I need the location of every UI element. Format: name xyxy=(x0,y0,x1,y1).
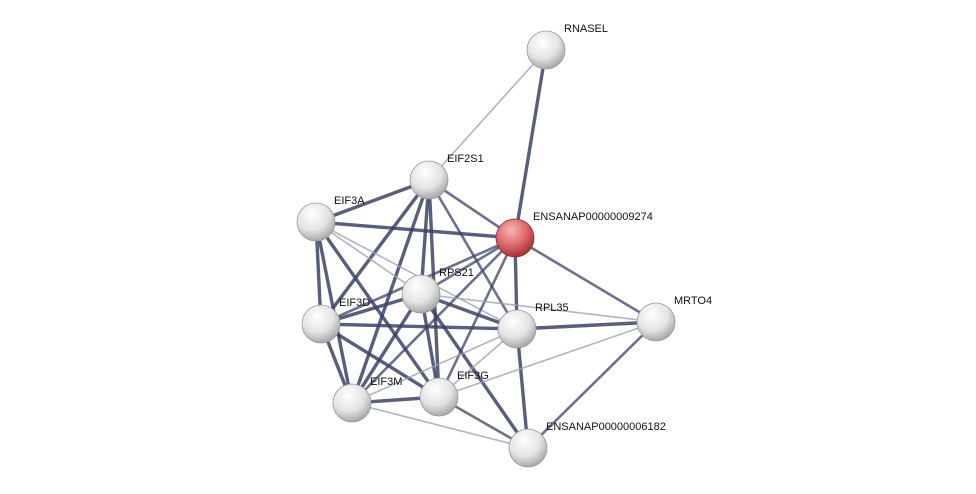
node-sphere[interactable] xyxy=(495,218,535,258)
node-sphere[interactable] xyxy=(409,160,449,200)
node-sphere[interactable] xyxy=(636,302,676,342)
node-label: ENSANAP00000006182 xyxy=(546,421,666,433)
edge-mrto4-ensanap00000006182[interactable] xyxy=(527,321,657,449)
node-label: EIF3A xyxy=(334,195,365,207)
node-rps21[interactable]: RPS21 xyxy=(401,267,474,314)
edge-eif3a-eif3g[interactable] xyxy=(314,221,441,398)
edge-eif3a-ensanap00000009274[interactable] xyxy=(315,220,516,240)
edge-eif3m-ensanap00000006182[interactable] xyxy=(351,402,529,449)
node-eif2s1[interactable]: EIF2S1 xyxy=(409,153,484,200)
edge-rps21-eif3m[interactable] xyxy=(350,293,423,404)
node-sphere[interactable] xyxy=(301,304,341,344)
edge-eif3d-rpl35[interactable] xyxy=(320,322,518,331)
edge-rps21-mrto4[interactable] xyxy=(420,293,657,323)
node-sphere[interactable] xyxy=(526,30,566,70)
edge-ensanap00000009274-eif3g[interactable] xyxy=(437,237,517,398)
edge-ensanap00000009274-mrto4[interactable] xyxy=(514,236,657,324)
node-rpl35[interactable]: RPL35 xyxy=(497,302,569,349)
node-sphere[interactable] xyxy=(296,202,336,242)
edge-eif3d-eif3g[interactable] xyxy=(320,322,440,399)
node-eif3a[interactable]: EIF3A xyxy=(296,195,365,242)
edge-rnasel-eif2s1[interactable] xyxy=(428,49,547,181)
node-label: RPS21 xyxy=(439,267,474,279)
edge-rps21-ensanap00000006182[interactable] xyxy=(419,293,530,449)
node-label: EIF3M xyxy=(370,376,402,388)
edge-eif3a-rps21[interactable] xyxy=(315,221,422,295)
edge-rpl35-ensanap00000006182[interactable] xyxy=(515,328,530,449)
node-label: EIF2S1 xyxy=(447,153,484,165)
node-rnasel[interactable]: RNASEL xyxy=(526,23,608,70)
node-label: RNASEL xyxy=(564,23,608,35)
edge-eif2s1-eif3d[interactable] xyxy=(319,178,431,326)
node-ensanap00000006182[interactable]: ENSANAP00000006182 xyxy=(508,421,666,468)
node-sphere[interactable] xyxy=(508,428,548,468)
node-eif3m[interactable]: EIF3M xyxy=(332,376,402,423)
node-sphere[interactable] xyxy=(497,309,537,349)
edge-eif2s1-eif3m[interactable] xyxy=(350,179,431,404)
node-mrto4[interactable]: MRTO4 xyxy=(636,295,712,342)
node-eif3g[interactable]: EIF3G xyxy=(419,370,489,417)
edge-eif3g-mrto4[interactable] xyxy=(438,321,657,398)
edge-ensanap00000009274-eif3m[interactable] xyxy=(351,237,516,404)
node-eif3d[interactable]: EIF3D xyxy=(301,297,370,344)
edge-rnasel-ensanap00000009274[interactable] xyxy=(513,49,548,239)
node-sphere[interactable] xyxy=(401,274,441,314)
node-label: EIF3G xyxy=(457,370,489,382)
node-ensanap00000009274[interactable]: ENSANAP00000009274 xyxy=(495,211,653,258)
edge-eif2s1-rpl35[interactable] xyxy=(427,179,519,330)
node-label: ENSANAP00000009274 xyxy=(533,211,653,223)
node-sphere[interactable] xyxy=(419,377,459,417)
node-label: EIF3D xyxy=(339,297,370,309)
edge-rpl35-eif3m[interactable] xyxy=(351,328,518,404)
node-label: MRTO4 xyxy=(674,295,712,307)
edge-rpl35-mrto4[interactable] xyxy=(516,320,657,331)
node-label: RPL35 xyxy=(535,302,569,314)
edge-eif2s1-eif3a[interactable] xyxy=(315,178,430,224)
node-sphere[interactable] xyxy=(332,383,372,423)
